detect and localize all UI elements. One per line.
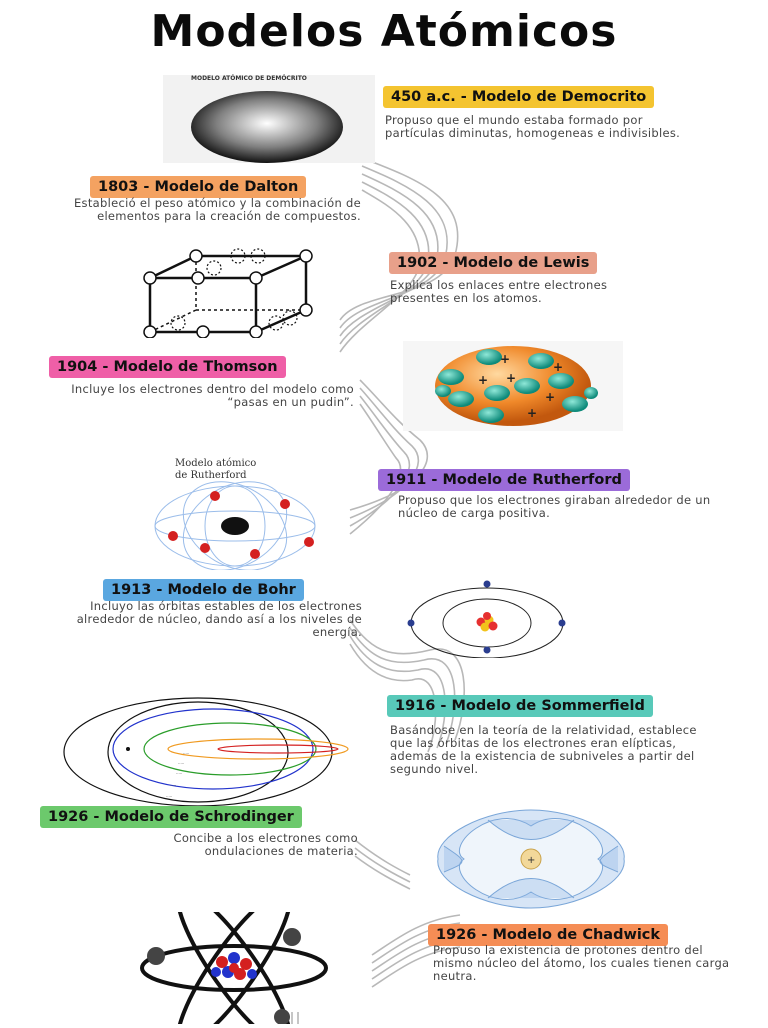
label-thomson: 1904 - Modelo de Thomson — [49, 356, 286, 378]
label-chadwick: 1926 - Modelo de Chadwick — [428, 924, 669, 946]
svg-text:+: + — [527, 855, 535, 866]
democrito-image-caption: MODELO ATÓMICO DE DEMÓCRITO — [191, 75, 307, 82]
svg-text:+: + — [527, 406, 537, 420]
rutherford-model-image: Modelo atómico de Rutherford — [145, 458, 325, 570]
desc-schrodinger: Concibe a los electrones como ondulacion… — [173, 831, 358, 858]
label-bohr: 1913 - Modelo de Bohr — [103, 579, 304, 601]
svg-text:+: + — [478, 373, 488, 387]
svg-text:·····: ····· — [170, 783, 176, 788]
desc-dalton: Estableció el peso atómico y la combinac… — [73, 196, 361, 223]
svg-text:·····: ····· — [183, 751, 189, 756]
svg-text:·····: ····· — [176, 771, 182, 776]
schrodinger-model-image: + — [428, 806, 634, 912]
label-sommerfield: 1916 - Modelo de Sommerfield — [387, 695, 653, 717]
label-lewis: 1902 - Modelo de Lewis — [389, 252, 598, 274]
sommerfield-model-image: ····· ····· ····· ····· ····· — [58, 697, 358, 807]
thomson-model-image: + + + + + + — [403, 341, 623, 431]
svg-text:·····: ····· — [166, 794, 172, 799]
desc-lewis: Explica los enlaces entre electrones pre… — [390, 278, 608, 305]
rutherford-image-caption: Modelo atómico de Rutherford — [175, 458, 257, 481]
label-dalton: 1803 - Modelo de Dalton — [90, 176, 307, 198]
svg-text:+: + — [545, 390, 555, 404]
chadwick-model-image — [136, 889, 332, 1028]
label-schrodinger: 1926 - Modelo de Schrodinger — [40, 806, 302, 828]
desc-democrito: Propuso que el mundo estaba formado por … — [385, 113, 681, 140]
svg-text:+: + — [500, 352, 510, 366]
svg-text:+: + — [553, 360, 563, 374]
desc-thomson: Incluye los electrones dentro del modelo… — [71, 382, 354, 409]
bohr-model-image — [403, 578, 571, 659]
svg-text:+: + — [506, 371, 516, 385]
desc-rutherford: Propuso que los electrones giraban alred… — [398, 493, 711, 520]
desc-chadwick: Propuso la existencia de protones dentro… — [433, 943, 730, 983]
label-democrito: 450 a.c. - Modelo de Democrito — [383, 86, 655, 108]
page-title: Modelos Atómicos — [150, 6, 618, 57]
dalton-model-image — [138, 248, 318, 339]
label-rutherford: 1911 - Modelo de Rutherford — [378, 469, 630, 491]
svg-text:·····: ····· — [178, 761, 184, 766]
democrito-model-image: MODELO ATÓMICO DE DEMÓCRITO — [163, 75, 375, 163]
desc-sommerfield: Basándose en la teoría de la relatividad… — [390, 723, 697, 776]
desc-bohr: Incluyo las órbitas estables de los elec… — [76, 599, 362, 639]
